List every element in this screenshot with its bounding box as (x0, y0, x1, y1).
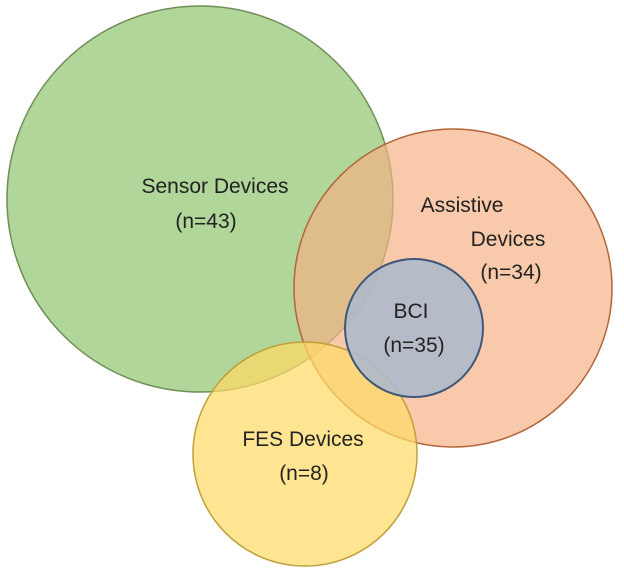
bci-count: (n=35) (383, 334, 444, 357)
set-fes (192, 341, 418, 567)
fes-devices-label: FES Devices (242, 428, 363, 451)
bci-label: BCI (393, 300, 428, 323)
assistive-devices-label-line2: Devices (471, 228, 546, 251)
sensor-devices-label: Sensor Devices (141, 175, 288, 198)
fes-devices-count: (n=8) (279, 462, 329, 485)
assistive-devices-label-line1: Assistive (421, 194, 504, 217)
bci-circle (344, 258, 484, 398)
fes-devices-circle (192, 341, 418, 567)
assistive-devices-count: (n=34) (480, 261, 541, 284)
sensor-devices-count: (n=43) (175, 210, 236, 233)
set-bci (344, 258, 484, 398)
